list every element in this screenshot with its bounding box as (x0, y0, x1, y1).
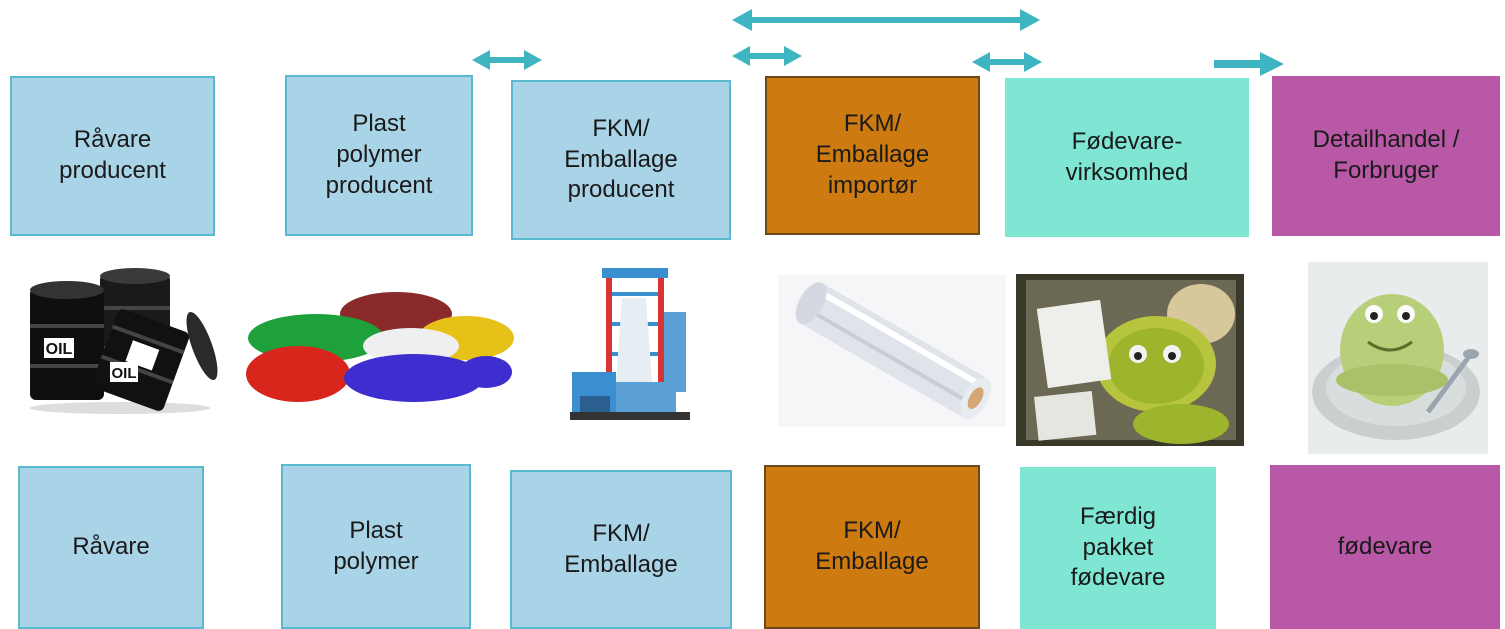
arrow-double-plast-fkm (472, 50, 542, 70)
box-plast-polymer: Plast polymer (281, 464, 471, 629)
box-plast-polymer-producent: Plast polymer producent (285, 75, 473, 236)
oil-barrels-picture: OIL OIL (30, 268, 218, 414)
frog-cake-on-plate-picture (1308, 262, 1488, 454)
film-blowing-machine-picture (570, 268, 690, 420)
arrow-double-producent-importor (732, 46, 802, 66)
arrow-right-detail (1214, 52, 1284, 76)
box-fkm-emballage-2: FKM/ Emballage (764, 465, 980, 629)
plastic-granules-picture (246, 292, 514, 402)
svg-text:OIL: OIL (46, 341, 73, 358)
box-fodevare: fødevare (1270, 465, 1500, 629)
arrow-double-importor-fodevare (972, 52, 1042, 72)
box-detailhandel-forbruger: Detailhandel / Forbruger (1272, 76, 1500, 236)
oil-label: OIL (112, 365, 137, 382)
box-faerdig-pakket-fodevare: Færdig pakket fødevare (1020, 467, 1216, 629)
arrow-long-double (732, 9, 1040, 31)
box-ravare-producent: Råvare producent (10, 76, 215, 236)
box-fkm-emballage-1: FKM/ Emballage (510, 470, 732, 629)
box-fkm-emballage-importor: FKM/ Emballage importør (765, 76, 980, 235)
packaged-frog-cakes-picture (1016, 274, 1244, 446)
box-fodevare-virksomhed: Fødevare- virksomhed (1005, 78, 1249, 237)
box-fkm-emballage-producent: FKM/ Emballage producent (511, 80, 731, 240)
box-ravare: Råvare (18, 466, 204, 629)
plastic-film-roll-picture (778, 275, 1006, 427)
